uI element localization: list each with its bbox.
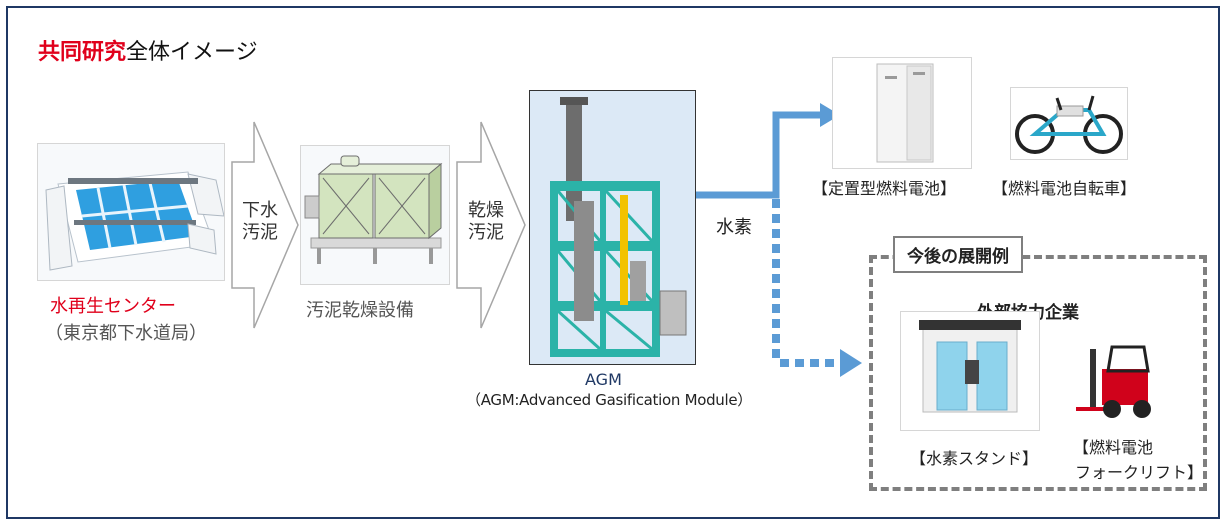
agm-illustration	[530, 91, 695, 364]
title-black: 全体イメージ	[126, 40, 258, 65]
title-red: 共同研究	[38, 40, 127, 65]
stationary-fuel-cell-label: 【定置型燃料電池】	[812, 179, 957, 198]
flow-label-dried-line2: 汚泥	[468, 222, 504, 243]
fuel-cell-bicycle-illustration	[1015, 95, 1123, 154]
hydrogen-station-label: 【水素スタンド】	[910, 449, 1039, 468]
flow-label-dried-line1: 乾燥	[468, 200, 504, 221]
fuel-cell-forklift-label-line2: フォークリフト】	[1075, 463, 1204, 482]
hydrogen-label: 水素	[716, 217, 752, 238]
hydrogen-arrows	[696, 103, 862, 377]
water-center-owner: （東京都下水道局）	[45, 323, 207, 344]
hydrogen-station-image	[900, 311, 1040, 431]
diagram-frame	[6, 6, 1220, 519]
fuel-cell-forklift-label-line1: 【燃料電池	[1073, 438, 1154, 457]
flow-label-dried-sludge: 乾燥 汚泥	[466, 200, 506, 244]
fuel-cell-bicycle-image	[1010, 87, 1128, 160]
agm-image	[529, 90, 696, 365]
flow-arrow-sewage	[231, 121, 299, 329]
water-center-label: 水再生センター	[50, 296, 176, 317]
flow-arrow-dried-sludge	[456, 121, 526, 329]
water-center-image	[37, 143, 225, 281]
fuel-cell-bicycle-label: 【燃料電池自転車】	[992, 179, 1137, 198]
future-examples-box	[869, 255, 1207, 491]
agm-fullname: （AGM:Advanced Gasification Module）	[466, 391, 753, 409]
fuel-cell-forklift-illustration	[1076, 345, 1151, 418]
agm-label: AGM	[585, 370, 622, 389]
sludge-dryer-label: 汚泥乾燥設備	[306, 300, 414, 321]
flow-label-sewage-line1: 下水	[242, 200, 278, 221]
stationary-fuel-cell-illustration	[876, 63, 934, 163]
hydrogen-station-illustration	[919, 320, 1021, 413]
stationary-fuel-cell-image	[832, 57, 972, 169]
water-center-illustration	[45, 171, 225, 271]
sludge-dryer-illustration	[304, 155, 443, 264]
flow-label-sewage: 下水 汚泥	[240, 200, 280, 244]
future-examples-heading: 今後の展開例	[893, 236, 1023, 273]
flow-label-sewage-line2: 汚泥	[242, 222, 278, 243]
page-title: 共同研究全体イメージ	[38, 34, 258, 66]
sludge-dryer-image	[300, 145, 450, 285]
